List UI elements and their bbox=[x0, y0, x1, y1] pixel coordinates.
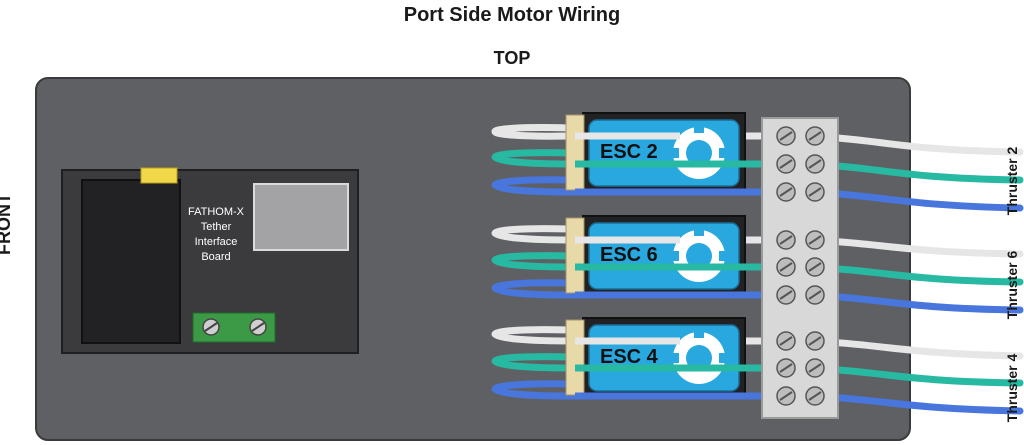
top-orientation-label: TOP bbox=[493, 48, 531, 68]
terminal-screw-slot bbox=[779, 391, 793, 401]
esc-label: ESC 6 bbox=[600, 244, 658, 266]
board-label-line: Interface bbox=[194, 236, 238, 248]
terminal-screw-slot bbox=[779, 159, 793, 169]
thruster-label: Thruster 4 bbox=[1004, 353, 1020, 423]
terminal-screw-slot bbox=[779, 363, 793, 373]
terminal-screw-slot bbox=[779, 131, 793, 141]
esc-label: ESC 4 bbox=[600, 346, 658, 368]
esc-header bbox=[565, 217, 585, 294]
terminal-screw-slot bbox=[808, 187, 822, 197]
front-orientation-label: FRONT bbox=[0, 193, 14, 255]
thruster-label: Thruster 6 bbox=[1004, 250, 1020, 320]
terminal-screw-slot bbox=[779, 262, 793, 272]
screw-terminal-icon bbox=[202, 318, 267, 336]
thruster-label: Thruster 2 bbox=[1004, 146, 1020, 216]
terminal-screw-slot bbox=[808, 131, 822, 141]
page-title: Port Side Motor Wiring bbox=[403, 4, 621, 26]
terminal-screw-slot bbox=[779, 290, 793, 300]
esc-header bbox=[565, 114, 585, 191]
terminal-screw-slot bbox=[779, 336, 793, 346]
grey-module bbox=[253, 183, 349, 251]
screw-terminal-icon bbox=[776, 126, 825, 406]
terminal-screw-slot bbox=[808, 290, 822, 300]
yellow-connector bbox=[140, 167, 178, 184]
terminal-screw-slot bbox=[808, 235, 822, 245]
terminal-screw-slot bbox=[779, 235, 793, 245]
fathom-x-board bbox=[61, 167, 359, 354]
esc-label: ESC 2 bbox=[600, 141, 658, 163]
terminal-screw-slot bbox=[779, 187, 793, 197]
terminal-screw-slot bbox=[808, 391, 822, 401]
esc-header bbox=[565, 319, 585, 396]
board-label-line: Tether bbox=[200, 221, 232, 233]
terminal-screw-slot bbox=[808, 159, 822, 169]
board-label: FATHOM-X Tether Interface Board bbox=[178, 205, 254, 265]
board-label-line: Board bbox=[201, 251, 231, 263]
terminal-screw-slot bbox=[808, 363, 822, 373]
terminal-block bbox=[761, 117, 839, 419]
wire-overlay bbox=[575, 132, 760, 400]
tether-connector bbox=[81, 179, 181, 344]
terminal-screw-slot bbox=[808, 336, 822, 346]
board-label-line: FATHOM-X bbox=[187, 206, 244, 218]
terminal-screw-slot bbox=[808, 262, 822, 272]
